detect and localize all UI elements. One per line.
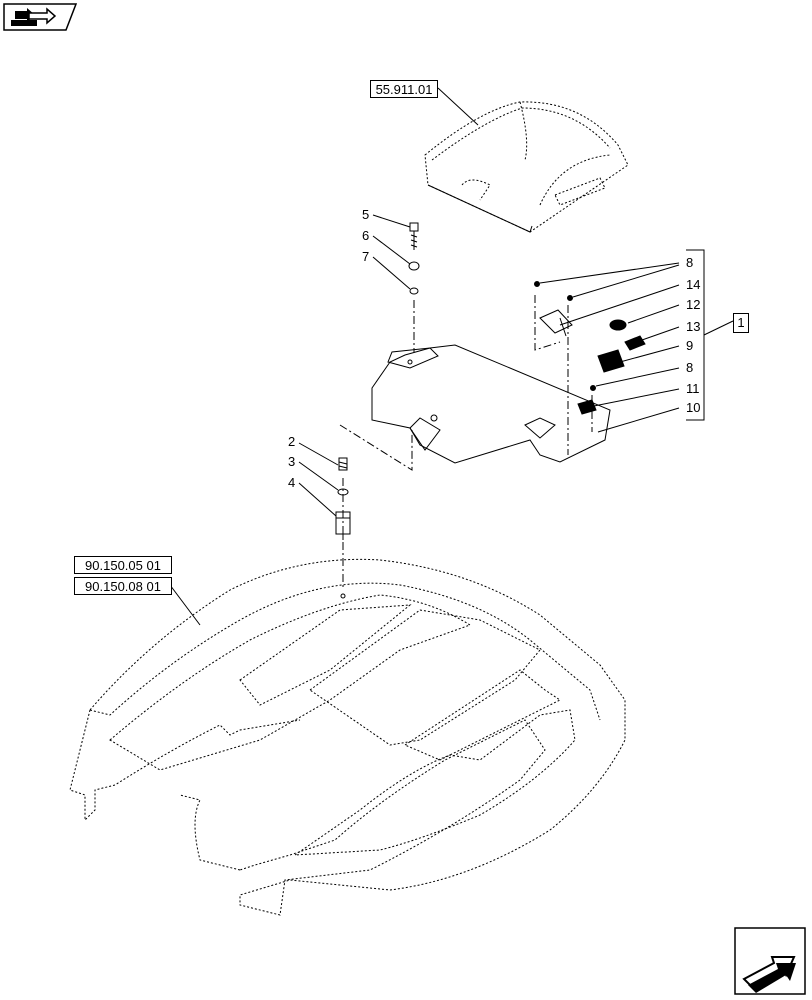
spacer-4 xyxy=(335,511,351,540)
callout-6: 6 xyxy=(362,228,370,243)
callout-11: 11 xyxy=(686,381,700,396)
ref-frame-1[interactable]: 90.150.05 01 xyxy=(74,556,172,574)
cap-12 xyxy=(609,319,627,331)
next-page-arrow-icon xyxy=(734,927,806,995)
book-button[interactable] xyxy=(3,3,78,31)
bolt-5 xyxy=(409,222,419,250)
callout-3: 3 xyxy=(288,454,296,469)
washer-6 xyxy=(408,261,420,271)
next-page-button[interactable] xyxy=(734,927,806,995)
screw-8a xyxy=(534,281,540,287)
washer-3 xyxy=(337,488,349,496)
screw-2 xyxy=(338,457,348,471)
bracket-plate xyxy=(371,344,611,464)
clip-14 xyxy=(539,309,573,337)
screw-8b xyxy=(590,385,596,391)
cab-frame-part xyxy=(69,558,626,916)
callout-13: 13 xyxy=(686,319,701,334)
ref-frame-2[interactable]: 90.150.08 01 xyxy=(74,577,172,595)
clip-11 xyxy=(577,399,597,415)
callout-5: 5 xyxy=(362,207,370,222)
frame-hole-1 xyxy=(340,593,346,599)
callout-4: 4 xyxy=(288,475,296,490)
callout-9: 9 xyxy=(686,338,694,353)
callout-8b: 8 xyxy=(686,360,694,375)
washer-7 xyxy=(409,287,419,295)
callout-7: 7 xyxy=(362,249,370,264)
book-arrow-icon xyxy=(3,3,78,31)
ref-top-cover[interactable]: 55.911.01 xyxy=(370,80,438,98)
callout-8a: 8 xyxy=(686,255,694,270)
plug-13 xyxy=(624,335,646,351)
callout-14: 14 xyxy=(686,277,701,292)
callout-12: 12 xyxy=(686,297,701,312)
top-cover-part xyxy=(424,101,629,233)
kit-label-box[interactable]: 1 xyxy=(733,313,749,333)
connector-9 xyxy=(597,349,625,373)
screw-8a-second xyxy=(567,295,573,301)
callout-10: 10 xyxy=(686,400,701,415)
callout-2: 2 xyxy=(288,434,296,449)
